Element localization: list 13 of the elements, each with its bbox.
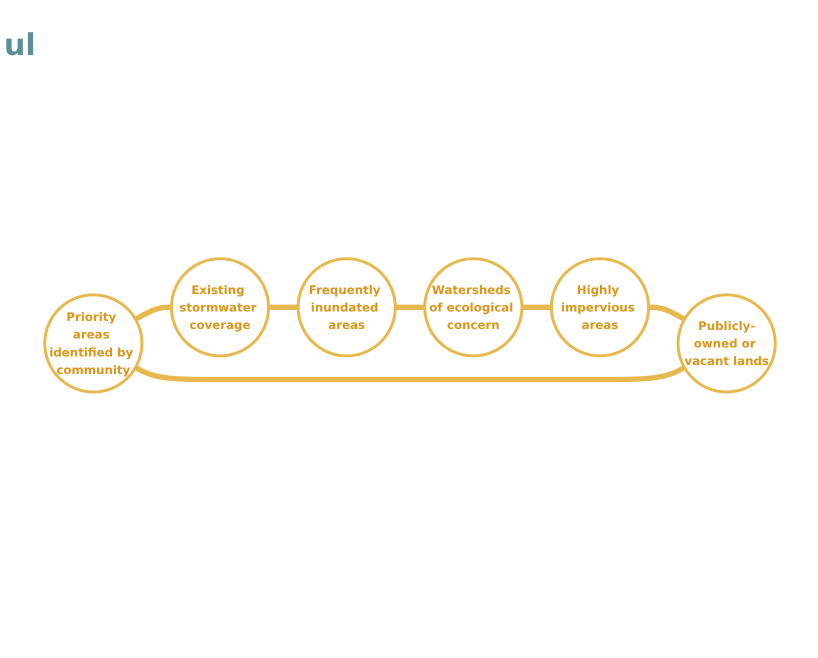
connector bbox=[134, 304, 172, 322]
node-circle: Frequently inundated areas bbox=[296, 256, 397, 358]
node-circle: Highly impervious areas bbox=[550, 256, 650, 358]
node-circle: Existing stormwater coverage bbox=[170, 256, 270, 358]
node-circle: Publicly-owned or vacant lands bbox=[676, 292, 777, 394]
node-circle: Watersheds of ecological concern bbox=[423, 256, 524, 358]
node-circle: Priority areas identified by community bbox=[43, 292, 144, 394]
heading-fragment: ul bbox=[4, 28, 36, 63]
connector bbox=[134, 364, 686, 382]
connector bbox=[268, 304, 298, 310]
connector bbox=[522, 304, 552, 310]
connector bbox=[395, 304, 425, 310]
connector bbox=[648, 304, 686, 322]
